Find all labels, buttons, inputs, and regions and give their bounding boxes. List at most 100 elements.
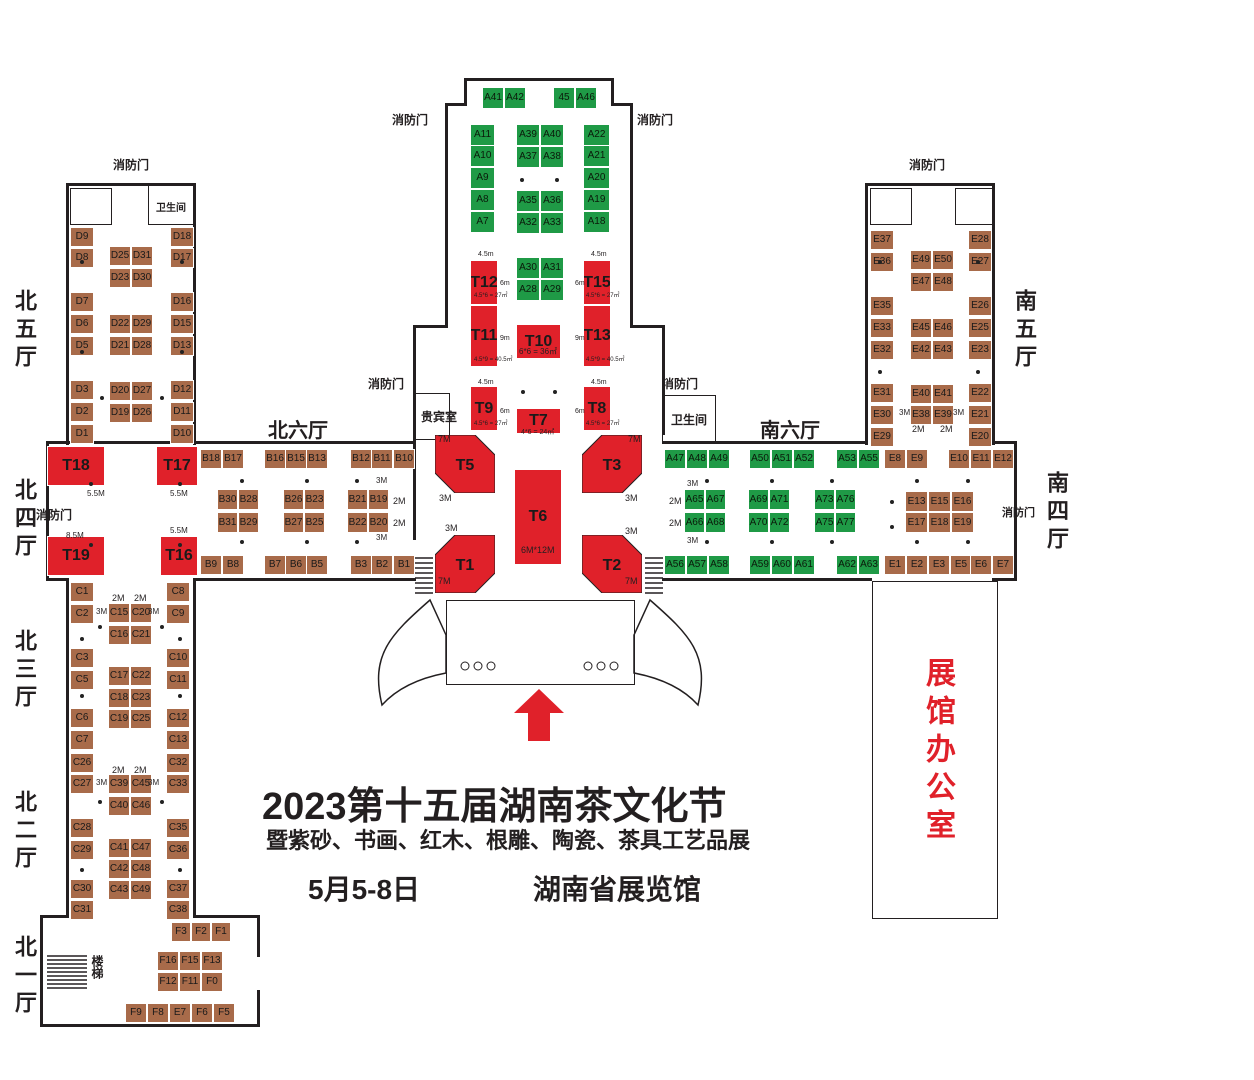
booth-c41[interactable]: C41 (108, 838, 130, 858)
booth-c32[interactable]: C32 (166, 753, 190, 773)
booth-b22[interactable]: B22 (347, 512, 368, 533)
booth-d11[interactable]: D11 (170, 402, 194, 422)
booth-e26[interactable]: E26 (968, 296, 992, 316)
booth-a35[interactable]: A35 (516, 190, 540, 212)
booth-a10[interactable]: A10 (470, 145, 495, 167)
booth-e41[interactable]: E41 (932, 384, 954, 404)
booth-f11[interactable]: F11 (179, 972, 201, 992)
booth-a47[interactable]: A47 (664, 449, 686, 469)
booth-c6[interactable]: C6 (70, 708, 94, 728)
booth-a70[interactable]: A70 (748, 512, 769, 533)
booth-b17[interactable]: B17 (222, 449, 244, 469)
booth-b18[interactable]: B18 (200, 449, 222, 469)
booth-a46[interactable]: A46 (575, 87, 597, 109)
booth-d13[interactable]: D13 (170, 336, 194, 356)
booth-e40[interactable]: E40 (910, 384, 932, 404)
booth-a68[interactable]: A68 (705, 512, 726, 533)
booth-e35[interactable]: E35 (870, 296, 894, 316)
booth-a39[interactable]: A39 (516, 124, 540, 146)
booth-b19[interactable]: B19 (368, 489, 389, 510)
booth-c5[interactable]: C5 (70, 670, 94, 690)
booth-e27[interactable]: E27 (968, 252, 992, 272)
booth-a37[interactable]: A37 (516, 146, 540, 168)
booth-e19[interactable]: E19 (951, 512, 974, 533)
booth-e11[interactable]: E11 (970, 449, 992, 469)
booth-a77[interactable]: A77 (835, 512, 856, 533)
booth-e28[interactable]: E28 (968, 230, 992, 250)
booth-f16[interactable]: F16 (157, 951, 179, 971)
booth-e1[interactable]: E1 (884, 555, 906, 575)
booth-e8[interactable]: E8 (884, 449, 906, 469)
booth-c23[interactable]: C23 (130, 688, 152, 708)
booth-b2[interactable]: B2 (371, 555, 393, 575)
booth-e7[interactable]: E7 (992, 555, 1014, 575)
booth-f1[interactable]: F1 (211, 922, 231, 942)
booth-t19[interactable]: T19 (47, 536, 105, 576)
booth-c29[interactable]: C29 (70, 840, 94, 860)
booth-d28[interactable]: D28 (131, 336, 153, 356)
booth-c15[interactable]: C15 (108, 603, 130, 623)
booth-45[interactable]: 45 (553, 87, 575, 109)
booth-b31[interactable]: B31 (217, 512, 238, 533)
booth-d26[interactable]: D26 (131, 403, 153, 423)
booth-c25[interactable]: C25 (130, 709, 152, 729)
booth-c45[interactable]: C45 (130, 774, 152, 794)
booth-d22[interactable]: D22 (109, 314, 131, 334)
booth-e42[interactable]: E42 (910, 340, 932, 360)
booth-e5[interactable]: E5 (950, 555, 972, 575)
booth-b13[interactable]: B13 (306, 449, 328, 469)
booth-d25[interactable]: D25 (109, 246, 131, 266)
booth-d23[interactable]: D23 (109, 268, 131, 288)
booth-e20[interactable]: E20 (968, 427, 992, 447)
booth-b10[interactable]: B10 (393, 449, 415, 469)
booth-e7[interactable]: E7 (169, 1003, 191, 1023)
booth-e3[interactable]: E3 (928, 555, 950, 575)
booth-a38[interactable]: A38 (540, 146, 564, 168)
booth-a67[interactable]: A67 (705, 489, 726, 510)
booth-t5[interactable]: T5 (435, 435, 495, 493)
booth-c10[interactable]: C10 (166, 648, 190, 668)
booth-f9[interactable]: F9 (125, 1003, 147, 1023)
booth-e2[interactable]: E2 (906, 555, 928, 575)
booth-a32[interactable]: A32 (516, 212, 540, 234)
booth-c16[interactable]: C16 (108, 625, 130, 645)
booth-c27[interactable]: C27 (70, 774, 94, 794)
booth-c8[interactable]: C8 (166, 582, 190, 602)
booth-a53[interactable]: A53 (836, 449, 858, 469)
booth-d9[interactable]: D9 (70, 227, 94, 247)
booth-e12[interactable]: E12 (992, 449, 1014, 469)
booth-d18[interactable]: D18 (170, 227, 194, 247)
booth-e18[interactable]: E18 (928, 512, 951, 533)
booth-c39[interactable]: C39 (108, 774, 130, 794)
booth-c12[interactable]: C12 (166, 708, 190, 728)
booth-t15[interactable]: T15 (583, 260, 611, 305)
booth-e37[interactable]: E37 (870, 230, 894, 250)
booth-f5[interactable]: F5 (213, 1003, 235, 1023)
booth-a66[interactable]: A66 (684, 512, 705, 533)
booth-c20[interactable]: C20 (130, 603, 152, 623)
booth-e31[interactable]: E31 (870, 383, 894, 403)
booth-d6[interactable]: D6 (70, 314, 94, 334)
booth-t10[interactable]: T10 (516, 324, 561, 359)
booth-a73[interactable]: A73 (814, 489, 835, 510)
booth-e13[interactable]: E13 (905, 491, 928, 512)
booth-d1[interactable]: D1 (70, 424, 94, 444)
booth-b27[interactable]: B27 (283, 512, 304, 533)
booth-a50[interactable]: A50 (749, 449, 771, 469)
booth-a20[interactable]: A20 (583, 167, 610, 189)
booth-d19[interactable]: D19 (109, 403, 131, 423)
booth-a42[interactable]: A42 (504, 87, 526, 109)
booth-e49[interactable]: E49 (910, 250, 932, 270)
booth-c18[interactable]: C18 (108, 688, 130, 708)
booth-c1[interactable]: C1 (70, 582, 94, 602)
booth-a9[interactable]: A9 (470, 167, 495, 189)
booth-d2[interactable]: D2 (70, 402, 94, 422)
booth-a36[interactable]: A36 (540, 190, 564, 212)
booth-d7[interactable]: D7 (70, 292, 94, 312)
booth-d10[interactable]: D10 (170, 424, 194, 444)
booth-b7[interactable]: B7 (264, 555, 286, 575)
booth-a22[interactable]: A22 (583, 124, 610, 146)
booth-c33[interactable]: C33 (166, 774, 190, 794)
booth-a52[interactable]: A52 (793, 449, 815, 469)
booth-a71[interactable]: A71 (769, 489, 790, 510)
